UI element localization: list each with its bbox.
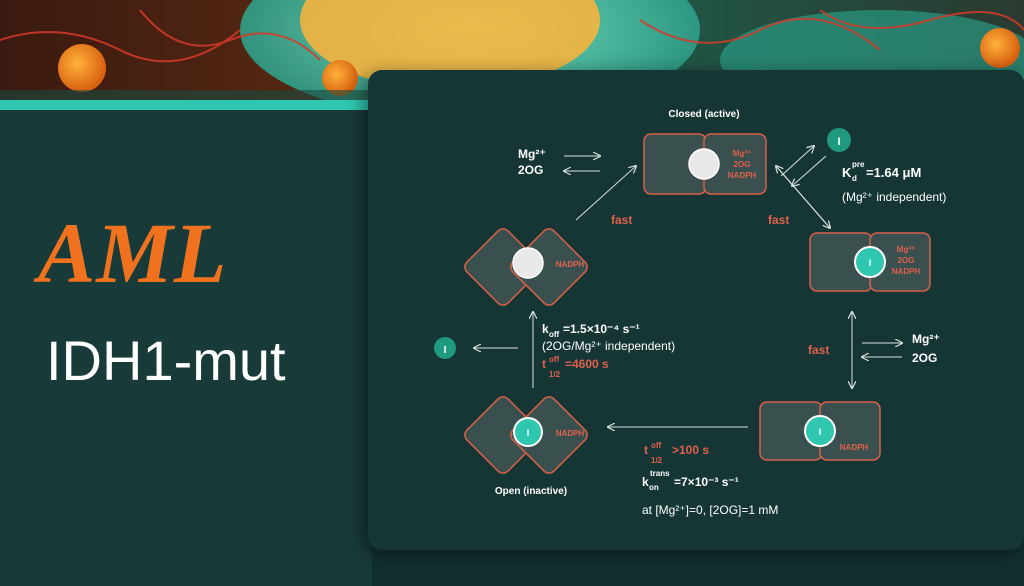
svg-text:k: k: [542, 322, 549, 336]
svg-text:on: on: [649, 483, 659, 492]
page-subtitle: IDH1-mut: [46, 329, 286, 392]
conditions-note: at [Mg²⁺]=0, [2OG]=1 mM: [642, 503, 778, 517]
open-inactive-dimer: I NADPH: [464, 396, 588, 474]
koff-constant: k off =1.5×10⁻⁴ s⁻¹: [542, 322, 640, 339]
svg-text:=7×10⁻³ s⁻¹: =7×10⁻³ s⁻¹: [674, 475, 739, 489]
closed-active-dimer: Mg²⁺ 2OG NADPH: [643, 133, 767, 195]
inhibitor-arrow-forward: [780, 146, 814, 177]
svg-text:=1.5×10⁻⁴ s⁻¹: =1.5×10⁻⁴ s⁻¹: [563, 322, 640, 336]
intermediate-dimer-nadph: NADPH: [464, 228, 588, 306]
inhibitor-bound-nadph-dimer: I NADPH: [759, 401, 881, 461]
svg-text:off: off: [651, 441, 662, 450]
diagram-card: Closed (active) Mg²⁺ 2OG NADPH Mg²⁺ 2OG …: [368, 70, 1024, 550]
svg-text:=1.64 μM: =1.64 μM: [866, 165, 921, 180]
svg-text:NADPH: NADPH: [892, 267, 921, 276]
empty-site-icon: [688, 148, 720, 180]
svg-text:1/2: 1/2: [549, 370, 561, 379]
fast-label-right: fast: [768, 213, 789, 227]
svg-text:I: I: [869, 258, 872, 268]
svg-text:NADPH: NADPH: [556, 429, 585, 438]
fast-label-vertical: fast: [808, 343, 829, 357]
kd-constant: K d pre =1.64 μM: [842, 160, 921, 183]
svg-text:NADPH: NADPH: [556, 260, 585, 269]
fast-label-left: fast: [611, 213, 632, 227]
inhibitor-bound-closed-dimer: I Mg²⁺ 2OG NADPH: [809, 232, 931, 292]
svg-text:I: I: [819, 427, 822, 437]
substrate-2og-label: 2OG: [518, 163, 543, 177]
inhibitor-icon: [804, 415, 836, 447]
kon-constant: k on trans =7×10⁻³ s⁻¹: [642, 469, 739, 492]
inhibitor-icon: [854, 246, 886, 278]
svg-text:t: t: [542, 357, 546, 371]
arrow-to-closed: [575, 166, 636, 221]
svg-text:Mg²⁺: Mg²⁺: [897, 245, 915, 254]
svg-text:d: d: [852, 174, 857, 183]
inhibitor-icon-top: [827, 128, 851, 152]
empty-site-icon: [512, 247, 544, 279]
svg-text:trans: trans: [650, 469, 670, 478]
svg-text:I: I: [527, 428, 530, 438]
svg-text:off: off: [549, 355, 560, 364]
inhibitor-arrow-reverse: [792, 155, 827, 186]
page-title: AML: [38, 205, 228, 301]
svg-text:2OG: 2OG: [898, 256, 915, 265]
half-life-left: t off 1/2 =4600 s: [542, 355, 609, 379]
substrate-mg-label: Mg²⁺: [518, 147, 546, 161]
cofactor-nadph: NADPH: [728, 171, 757, 180]
svg-text:off: off: [549, 330, 560, 339]
svg-text:NADPH: NADPH: [840, 443, 869, 452]
kinetic-scheme: Closed (active) Mg²⁺ 2OG NADPH Mg²⁺ 2OG …: [434, 109, 946, 517]
arrow-bound-to-closed: [776, 166, 831, 229]
mg-independent-note: (Mg²⁺ independent): [842, 190, 946, 204]
inhibitor-icon: [513, 417, 543, 447]
svg-text:I: I: [444, 345, 447, 356]
svg-text:>100 s: >100 s: [672, 443, 709, 457]
svg-text:t: t: [644, 443, 648, 457]
released-mg-label: Mg²⁺: [912, 332, 940, 346]
title-panel: [0, 100, 372, 586]
svg-text:I: I: [837, 136, 840, 148]
half-life-right: t off 1/2 >100 s: [644, 441, 709, 465]
open-state-label: Open (inactive): [495, 486, 567, 497]
svg-text:k: k: [642, 475, 649, 489]
inhibitor-icon-left: [434, 337, 456, 359]
cofactor-2og: 2OG: [734, 160, 751, 169]
koff-note: (2OG/Mg²⁺ independent): [542, 339, 675, 353]
svg-text:1/2: 1/2: [651, 456, 663, 465]
released-2og-label: 2OG: [912, 351, 937, 365]
svg-text:=4600 s: =4600 s: [565, 357, 609, 371]
svg-text:K: K: [842, 165, 852, 180]
closed-state-label: Closed (active): [668, 109, 739, 120]
svg-text:pre: pre: [852, 160, 865, 169]
cofactor-mg: Mg²⁺: [733, 149, 751, 158]
